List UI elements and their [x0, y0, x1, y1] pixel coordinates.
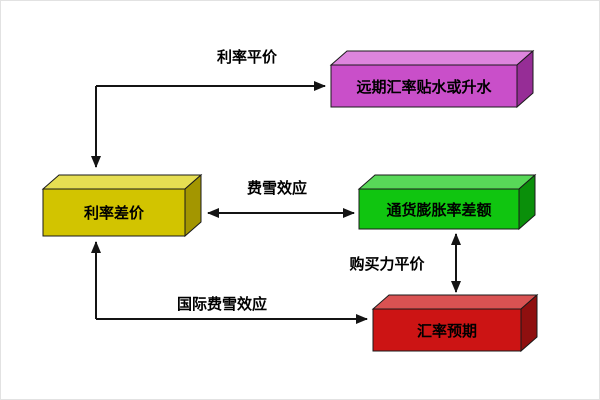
edge-interest-rate-parity: 利率平价: [91, 48, 326, 168]
node-forward-rate-front-face: [330, 64, 518, 108]
node-forward-rate: 远期汇率贴水或升水: [329, 49, 535, 109]
node-inflation-differential: 通货膨胀率差额: [357, 173, 537, 231]
node-interest-differential-top-face: [41, 174, 203, 190]
node-inflation-differential-top-face: [357, 174, 537, 190]
node-interest-differential-front-face: [42, 188, 186, 237]
edge-purchasing-power-parity: 购买力平价: [349, 233, 461, 293]
node-label-exchange-expectation: 汇率预期: [417, 322, 477, 340]
node-interest-differential: 利率差价: [41, 173, 203, 238]
edge-label-fisher-effect: 费雪效应: [247, 179, 307, 197]
node-label-forward-rate: 远期汇率贴水或升水: [356, 78, 492, 96]
node-exchange-expectation: 汇率预期: [371, 293, 539, 353]
node-inflation-differential-front-face: [358, 188, 520, 230]
edge-international-fisher-effect: 国际费雪效应: [91, 241, 368, 324]
edge-label-international-fisher-effect: 国际费雪效应: [177, 295, 267, 313]
edge-label-interest-rate-parity: 利率平价: [217, 48, 278, 66]
node-forward-rate-top-face: [329, 50, 535, 66]
edge-label-purchasing-power-parity: 购买力平价: [349, 255, 425, 273]
node-exchange-expectation-top-face: [371, 294, 539, 310]
edge-fisher-effect: 费雪效应: [207, 179, 355, 218]
node-label-interest-differential: 利率差价: [84, 204, 145, 222]
node-exchange-expectation-front-face: [372, 308, 522, 352]
node-label-inflation-differential: 通货膨胀率差额: [386, 201, 491, 219]
